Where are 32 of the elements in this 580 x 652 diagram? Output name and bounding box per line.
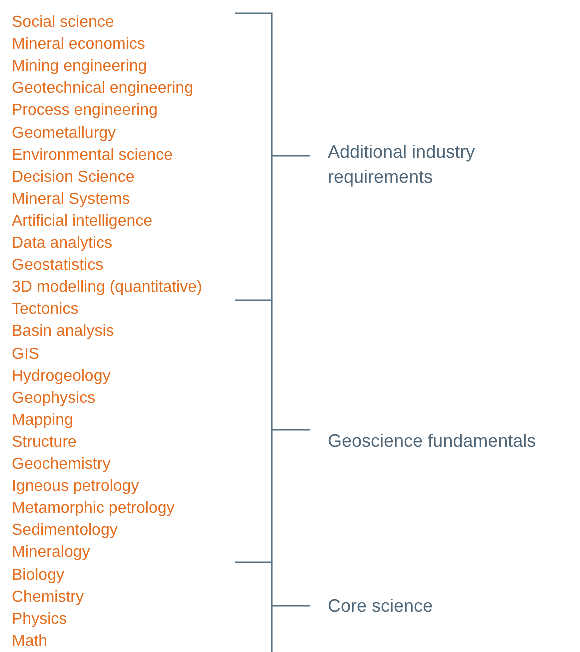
subject-label: GIS — [12, 344, 40, 364]
subject-label: Process engineering — [12, 101, 158, 122]
subject-label: Environmental science — [12, 146, 173, 166]
subject-label: Geometallurgy — [12, 124, 116, 144]
category-label: Geoscience fundamentals — [328, 430, 538, 453]
subject-label: Tectonics — [12, 300, 79, 320]
subject-label: Sedimentology — [12, 521, 118, 542]
subject-label: Basin analysis — [12, 322, 114, 342]
subject-label: Data analytics — [12, 234, 112, 254]
subject-label: Mineral Systems — [12, 190, 130, 210]
subject-label: Geochemistry — [12, 455, 111, 475]
subject-label: Artificial intelligence — [12, 212, 153, 232]
subject-label: Geophysics — [12, 388, 96, 409]
subject-label: 3D modelling (quantitative) — [12, 278, 202, 298]
subject-label: Structure — [12, 432, 77, 453]
subject-label: Physics — [12, 610, 68, 630]
subject-label: Metamorphic petrology — [12, 499, 175, 520]
subject-label: Math — [12, 632, 48, 652]
subject-label: Geostatistics — [12, 256, 104, 276]
subject-label: Biology — [12, 566, 64, 586]
subject-label: Mineralogy — [12, 543, 90, 564]
subject-label: Igneous petrology — [12, 477, 140, 498]
subject-label: Mapping — [12, 410, 74, 431]
subject-label: Geotechnical engineering — [12, 79, 194, 100]
subject-label: Chemistry — [12, 588, 84, 608]
category-label: Additional industry requirements — [328, 141, 476, 189]
subject-label: Social science — [12, 13, 114, 33]
subject-label: Mining engineering — [12, 57, 148, 78]
subject-label: Decision Science — [12, 168, 135, 188]
category-label: Core science — [328, 595, 434, 618]
subject-label: Hydrogeology — [12, 366, 111, 387]
subject-label: Mineral economics — [12, 35, 146, 56]
